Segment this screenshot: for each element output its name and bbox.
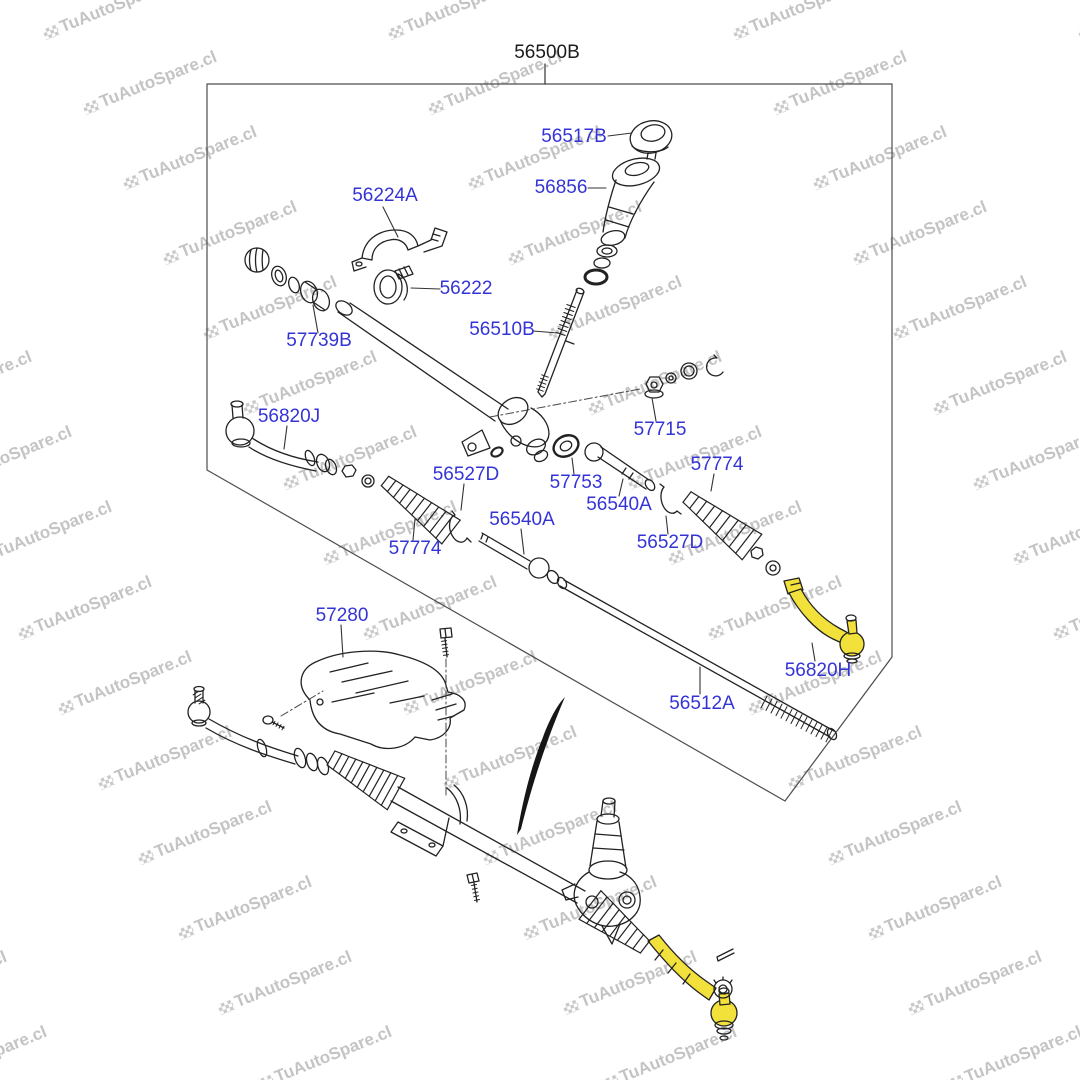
part-label-56527D-right[interactable]: 56527D <box>636 532 704 553</box>
part-label-56517B[interactable]: 56517B <box>541 126 607 147</box>
part-label-56856[interactable]: 56856 <box>534 177 588 198</box>
alignment-dash-lines <box>280 388 641 796</box>
part-label-57774-right[interactable]: 57774 <box>690 454 744 475</box>
part-56820H-drawing <box>783 577 865 664</box>
part-label-57739B[interactable]: 57739B <box>286 330 352 351</box>
part-label-56820J[interactable]: 56820J <box>257 406 321 427</box>
part-label-56224A[interactable]: 56224A <box>352 185 418 206</box>
part-label-56820H[interactable]: 56820H <box>784 660 852 681</box>
part-57715-drawing <box>644 354 724 399</box>
part-56820J-drawing <box>225 400 338 476</box>
part-57739B-drawing <box>299 280 331 312</box>
part-label-57753[interactable]: 57753 <box>549 472 603 493</box>
part-56540A-right-drawing <box>584 442 656 492</box>
leader-lines <box>283 132 816 695</box>
assembly-box-outline <box>206 63 893 802</box>
rack-housing-drawing <box>335 300 550 463</box>
part-label-56510B[interactable]: 56510B <box>469 319 535 340</box>
part-label-56527D-left[interactable]: 56527D <box>432 464 500 485</box>
small-hardware-left-drawing <box>341 464 375 488</box>
part-label-56540A-right[interactable]: 56540A <box>586 494 652 515</box>
part-label-56540A-left[interactable]: 56540A <box>489 509 555 530</box>
part-56856-drawing <box>583 157 661 286</box>
part-57753-drawing <box>552 434 580 458</box>
part-56222-drawing <box>373 265 414 305</box>
part-56224A-drawing <box>351 227 448 272</box>
part-56540A-left-drawing <box>478 532 560 585</box>
part-label-57715[interactable]: 57715 <box>633 419 687 440</box>
assembly-title-label: 56500B <box>514 42 580 63</box>
assembled-gear-drawing <box>187 685 641 945</box>
part-label-57774-left[interactable]: 57774 <box>388 538 442 559</box>
bellows-boots <box>192 304 833 954</box>
small-hardware-right-drawing <box>750 546 781 576</box>
part-label-56222[interactable]: 56222 <box>439 278 493 299</box>
part-56512A-drawing <box>556 576 838 741</box>
part-label-56512A[interactable]: 56512A <box>669 693 735 714</box>
part-56527D-right-drawing <box>659 483 682 515</box>
yoke-plug-cluster-drawing <box>244 247 301 294</box>
part-56510B-drawing <box>537 287 585 398</box>
pin-and-nut-drawing <box>713 948 735 999</box>
direction-crescent-mark <box>517 697 565 835</box>
part-label-57280[interactable]: 57280 <box>315 605 369 626</box>
assembled-yellow-tie-rod-drawing <box>647 934 738 1041</box>
